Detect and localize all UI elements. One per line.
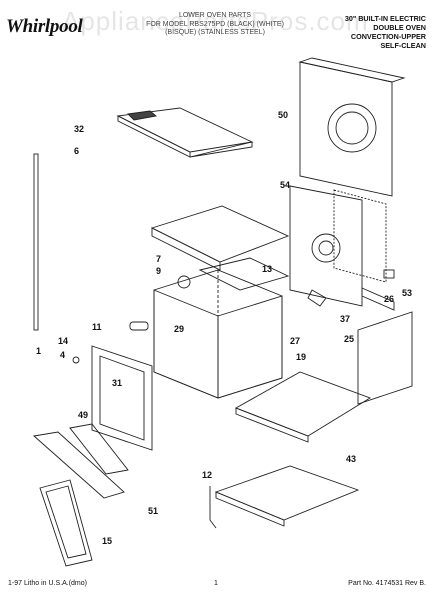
header-center-line: (BISQUE) (STAINLESS STEEL) [165, 29, 265, 36]
callout-53: 53 [402, 288, 413, 298]
part-vent-trim-49 [69, 423, 129, 475]
footer-page-number: 1 [214, 580, 218, 587]
part-37 [307, 289, 327, 307]
callout-49: 49 [78, 410, 89, 420]
part-lower-shield [198, 257, 290, 291]
callout-32: 32 [74, 124, 85, 134]
part-convection-fan-assembly [289, 185, 363, 307]
header-center-line: LOWER OVEN PARTS [178, 12, 252, 19]
callout-26: 26 [384, 294, 395, 304]
callout-37: 37 [340, 314, 351, 324]
callout-7: 7 [156, 254, 162, 264]
part-duct-grid [333, 189, 387, 283]
callout-27: 27 [290, 336, 301, 346]
watermark: AppliancePartsPros.com [62, 6, 369, 36]
part-wire-12 [209, 486, 217, 529]
callout-29: 29 [174, 324, 185, 334]
part-screw-4 [72, 356, 80, 364]
part-bottom-panel-19 [234, 371, 372, 437]
callout-14: 14 [58, 336, 69, 346]
part-door-frame [91, 345, 153, 451]
part-gasket-strip-1 [33, 153, 39, 331]
part-hinge-cam-11 [129, 321, 149, 331]
product-line: DOUBLE OVEN [373, 23, 426, 32]
callout-13: 13 [262, 264, 273, 274]
part-thermostat-9 [177, 275, 191, 289]
callout-51: 51 [148, 506, 159, 516]
product-line: 30" BUILT-IN ELECTRIC [344, 14, 426, 23]
callout-25: 25 [344, 334, 355, 344]
callout-12: 12 [202, 470, 213, 480]
callout-1: 1 [36, 346, 42, 356]
callout-31: 31 [112, 378, 123, 388]
callout-50: 50 [278, 110, 289, 120]
callout-11: 11 [92, 322, 102, 332]
part-top-shield [150, 205, 290, 263]
part-rear-panel [299, 61, 393, 197]
callout-54: 54 [280, 180, 291, 190]
part-rear-panel-flange [298, 57, 406, 83]
part-door-seal-51 [32, 431, 125, 499]
callout-43: 43 [346, 454, 357, 464]
part-bracket-26 [361, 287, 395, 311]
part-fan-blade [311, 233, 341, 263]
header-center-title: LOWER OVEN PARTS FOR MODEL RBS275PD (BLA… [120, 12, 310, 38]
callout-9: 9 [156, 266, 162, 276]
part-53 [383, 269, 395, 279]
callout-15: 15 [102, 536, 113, 546]
header-center-line: FOR MODEL RBS275PD (BLACK) (WHITE) [146, 20, 284, 28]
part-label-32 [127, 110, 158, 121]
part-side-panel-25 [357, 311, 413, 405]
product-line: CONVECTION-UPPER [350, 32, 426, 41]
callout-6: 6 [74, 146, 80, 156]
product-description: 30" BUILT-IN ELECTRIC DOUBLE OVEN CONVEC… [306, 14, 426, 50]
part-top-panel-edge [189, 141, 253, 158]
part-top-panel-edge [117, 115, 191, 158]
part-gasket-loop-15 [39, 479, 93, 567]
part-drip-tray-43 [214, 465, 360, 521]
part-rear-panel-fan-opening [327, 103, 377, 153]
callout-4: 4 [60, 350, 66, 360]
product-line: SELF-CLEAN [380, 41, 426, 50]
whirlpool-logo: Whirlpool [6, 16, 83, 37]
callout-19: 19 [296, 352, 307, 362]
footer-part-number: Part No. 4174531 Rev B. [348, 580, 426, 587]
footer-litho: 1-97 Litho in U.S.A.(dmo) [8, 580, 87, 587]
